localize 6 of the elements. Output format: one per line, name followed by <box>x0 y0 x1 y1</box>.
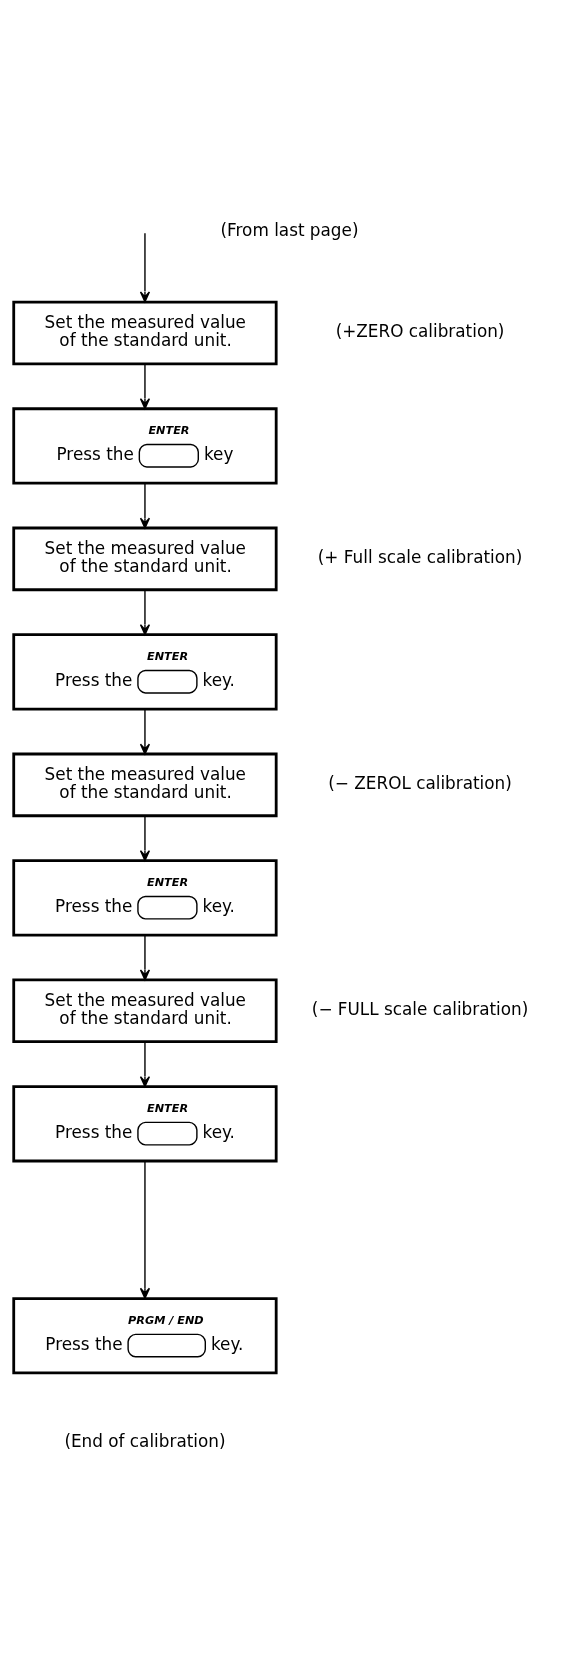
node-label: (+ZERO calibration) <box>335 320 505 341</box>
label: (End of calibration) <box>64 1430 226 1451</box>
node-label: (− FULL scale calibration) <box>311 998 529 1019</box>
node-label: (+ Full scale calibration) <box>317 546 523 567</box>
node-label: (− ZEROL calibration) <box>328 772 512 793</box>
label: (From last page) <box>220 219 359 240</box>
